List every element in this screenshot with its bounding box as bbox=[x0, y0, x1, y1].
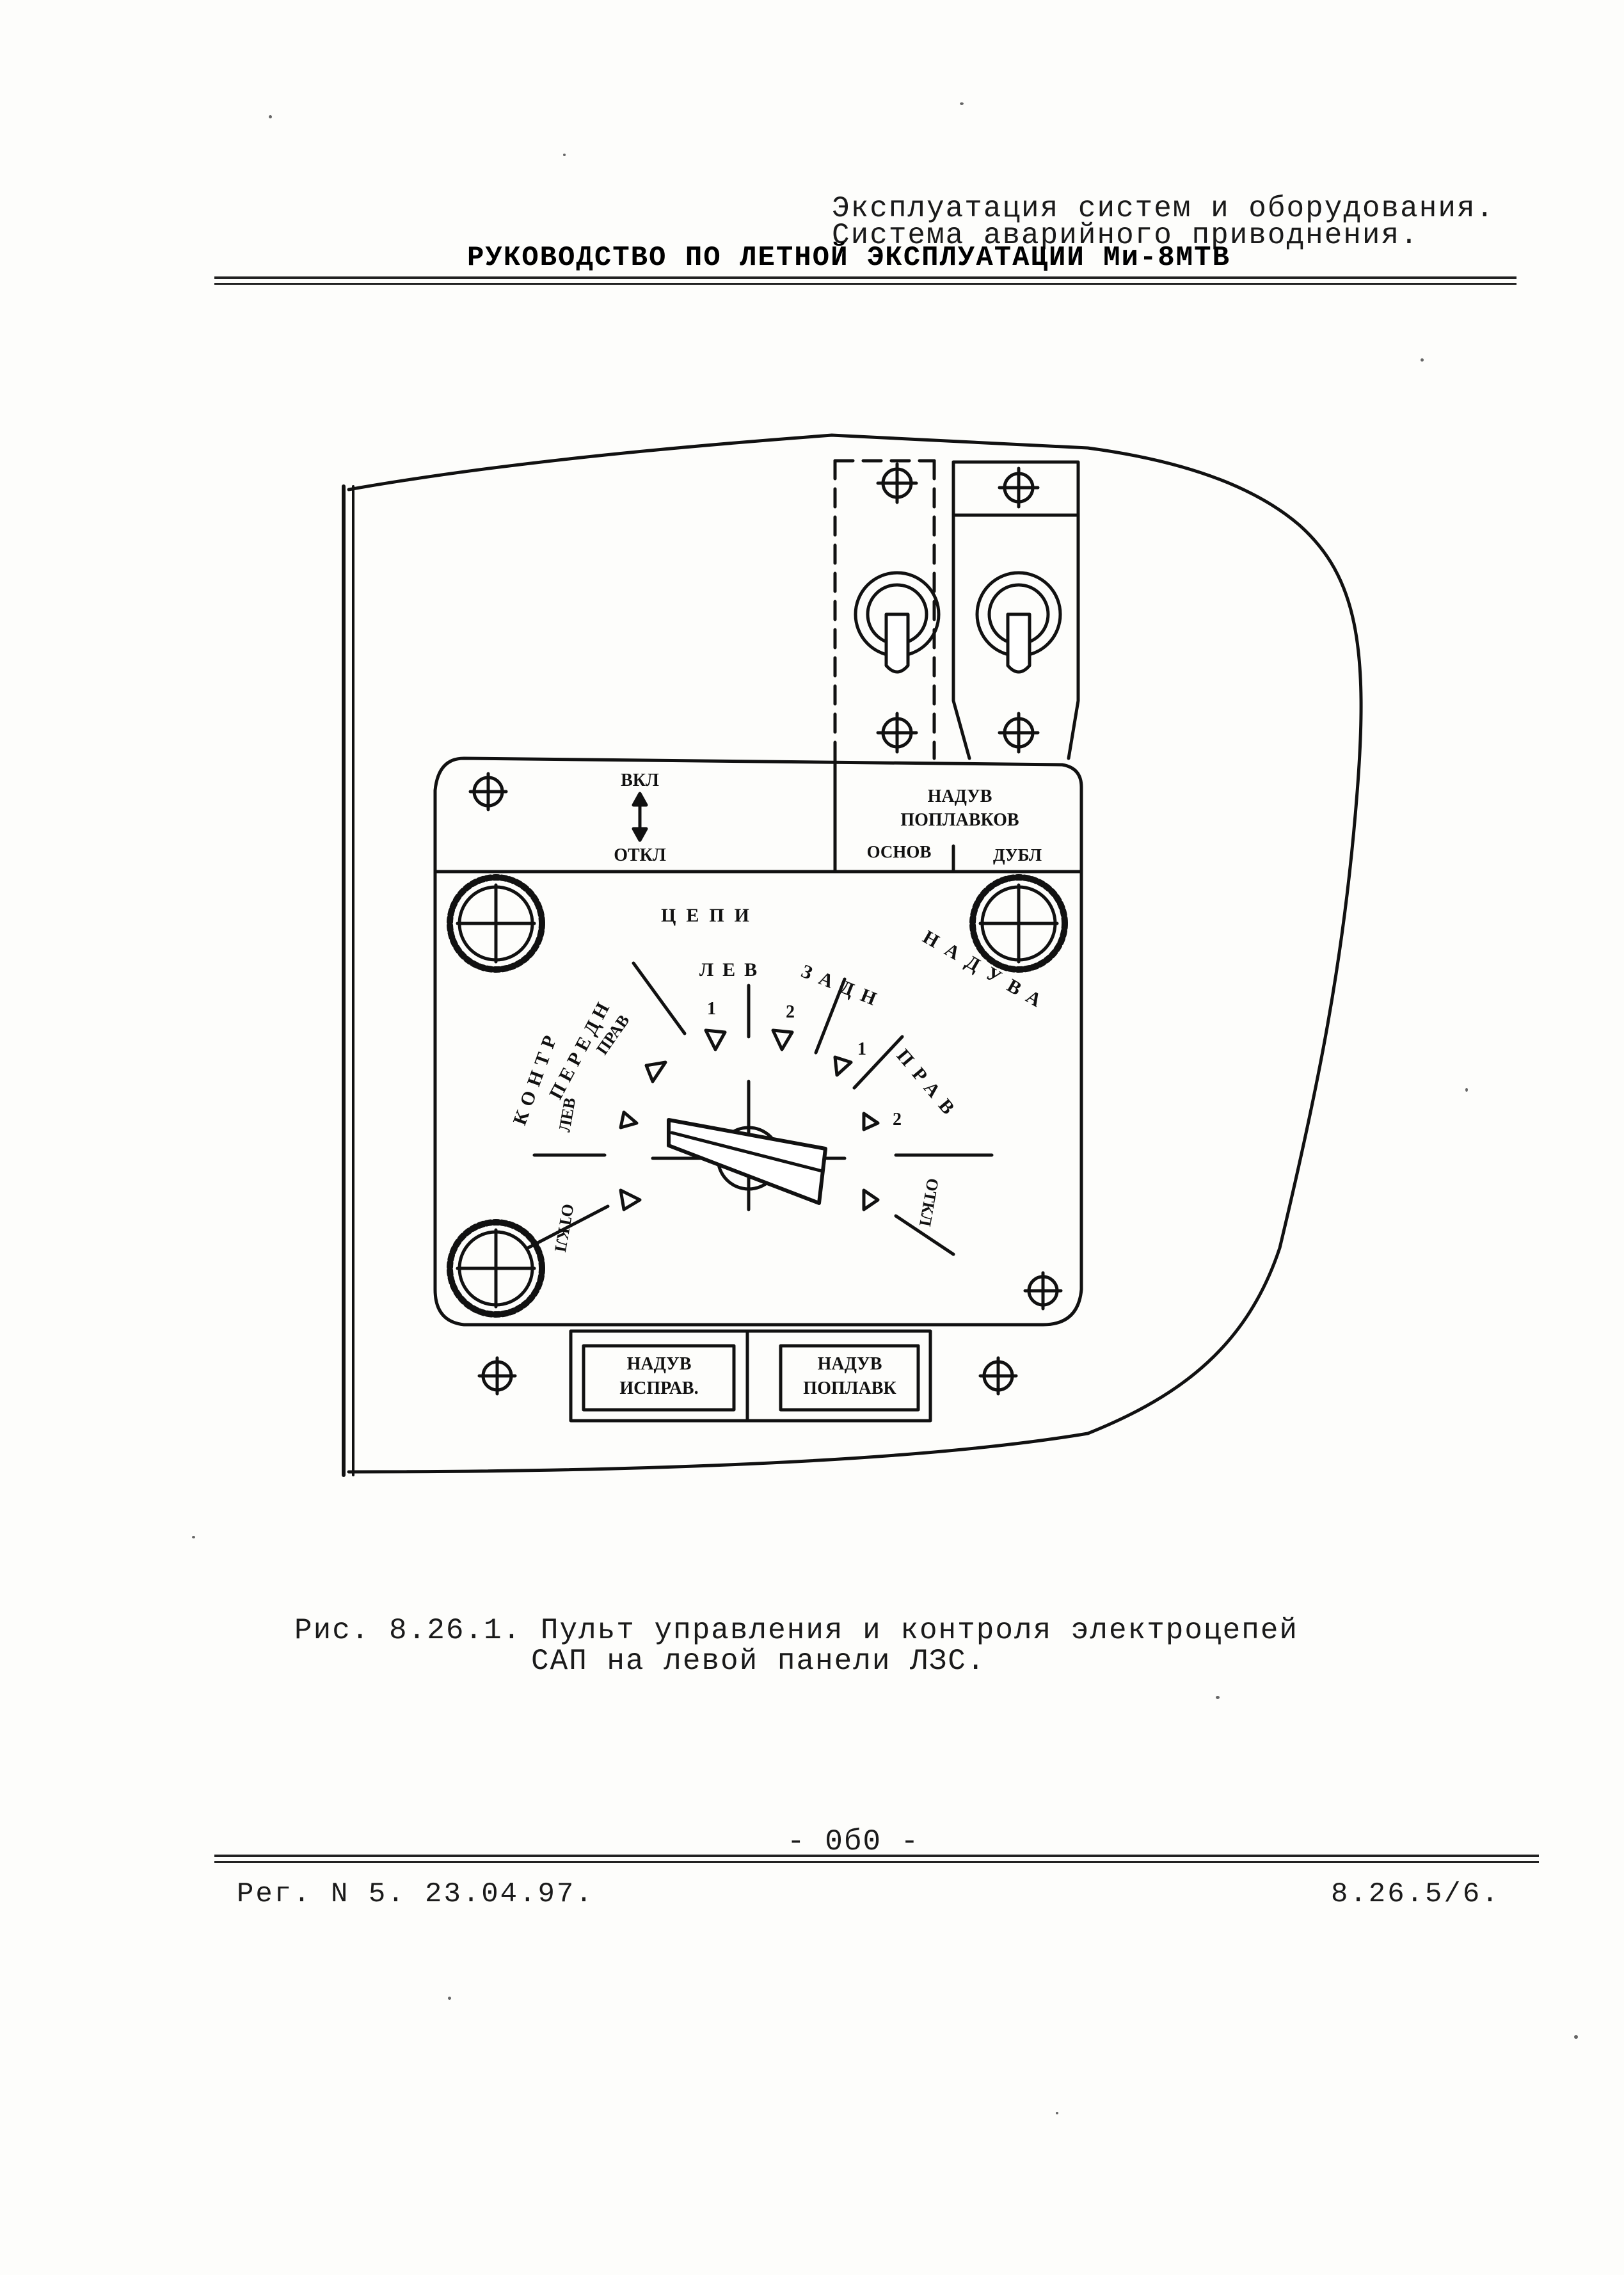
header-section-title: Эксплуатация систем и оборудования. bbox=[832, 192, 1495, 225]
scan-speck bbox=[192, 1536, 195, 1538]
label-backup: ДУБЛ bbox=[993, 845, 1042, 865]
dial-label-off-right: ОТКЛ bbox=[916, 1177, 943, 1228]
scan-speck bbox=[1216, 1696, 1220, 1699]
scan-speck bbox=[960, 102, 964, 105]
label-float-inflate-1: НАДУВ bbox=[928, 786, 992, 806]
dial-label-left-upper: ЛЕВ bbox=[699, 959, 766, 980]
label-float-inflate-2: ПОПЛАВКОВ bbox=[900, 810, 1019, 830]
footer-registration: Рег. N 5. 23.04.97. bbox=[237, 1878, 594, 1910]
dial-label-circuits: ЦЕПИ bbox=[661, 905, 760, 926]
scan-speck bbox=[1465, 1088, 1468, 1092]
scan-speck bbox=[563, 154, 566, 156]
footer-section-number: 8.26.5/6. bbox=[1331, 1878, 1501, 1910]
dial-label-left-lower: ЛЕВ bbox=[555, 1096, 579, 1133]
scan-speck bbox=[1574, 2035, 1578, 2039]
scan-speck bbox=[1421, 358, 1424, 362]
dial-label-right-lower: ПРАВ bbox=[893, 1045, 964, 1125]
figure-caption-line2: САП на левой панели ЛЗС. bbox=[531, 1645, 986, 1678]
scan-speck bbox=[269, 115, 272, 118]
dial-label-two-left: 2 bbox=[786, 1002, 795, 1022]
figure-caption-line1: Рис. 8.26.1. Пульт управления и контроля… bbox=[294, 1614, 1299, 1647]
footer-rule-bottom bbox=[214, 1861, 1539, 1863]
knob-top-left bbox=[447, 874, 545, 973]
knob-top-right bbox=[969, 874, 1068, 973]
lamp-inflate-ok-line2: ИСПРАВ. bbox=[619, 1378, 698, 1398]
lamp-float-inflate-line1: НАДУВ bbox=[818, 1354, 882, 1374]
knob-bottom-left bbox=[447, 1219, 545, 1318]
header-rule-top bbox=[214, 276, 1517, 279]
page-number: - 0б0 - bbox=[787, 1825, 920, 1858]
dial-label-one-right: 1 bbox=[857, 1039, 866, 1059]
scan-speck bbox=[1056, 2112, 1058, 2114]
header-rule-bottom bbox=[214, 283, 1517, 285]
panel-outline bbox=[347, 433, 1363, 1474]
label-main: ОСНОВ bbox=[867, 842, 932, 861]
manual-title: РУКОВОДСТВО ПО ЛЕТНОЙ ЭКСПЛУАТАЦИИ Ми-8М… bbox=[467, 242, 1230, 274]
label-off: ОТКЛ bbox=[614, 845, 666, 865]
header-subsection-title: Система аварийного приводнения. bbox=[832, 219, 1419, 252]
label-on: ВКЛ bbox=[621, 770, 659, 790]
scan-speck bbox=[448, 1997, 451, 2000]
dial-label-one-left: 1 bbox=[707, 999, 716, 1019]
dial-label-rear: ЗАДН bbox=[798, 961, 888, 1013]
dial-label-off-left: ОТКЛ bbox=[551, 1202, 578, 1254]
footer-rule-top bbox=[214, 1855, 1539, 1857]
dial-label-two-right: 2 bbox=[893, 1110, 902, 1130]
lamp-inflate-ok-line1: НАДУВ bbox=[627, 1354, 692, 1374]
lamp-float-inflate-line2: ПОПЛАВК bbox=[803, 1378, 896, 1398]
